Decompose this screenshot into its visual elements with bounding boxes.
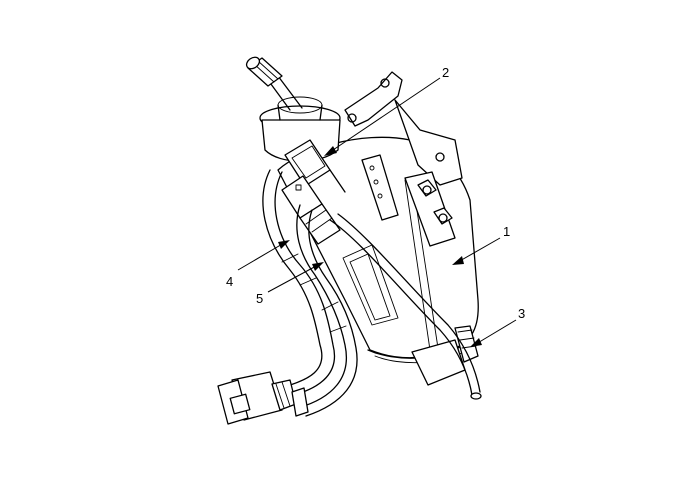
- arrowhead-3: [470, 338, 482, 347]
- harness-connector: [281, 175, 341, 245]
- mounting-bracket: [344, 71, 463, 221]
- side-bolts: [404, 171, 456, 247]
- callout-1: 1: [503, 224, 510, 239]
- filter-head: [245, 56, 341, 162]
- leader-4: [237, 242, 285, 271]
- arrowhead-2: [324, 146, 337, 156]
- drain-tube: [329, 213, 482, 400]
- leader-1: [457, 237, 501, 263]
- arrowhead-1: [452, 256, 464, 265]
- callout-2: 2: [442, 65, 449, 80]
- callout-leaders: [237, 77, 517, 347]
- leader-3: [475, 319, 517, 345]
- water-sensor: [411, 325, 479, 386]
- callout-labels: 1 2 3 4 5: [226, 65, 525, 321]
- callout-3: 3: [518, 306, 525, 321]
- leader-5: [267, 264, 319, 293]
- leader-2: [329, 77, 441, 153]
- quick-connector: [217, 371, 309, 425]
- arrowhead-5: [312, 262, 324, 271]
- callout-4: 4: [226, 274, 233, 289]
- callout-5: 5: [256, 291, 263, 306]
- arrowhead-4: [278, 240, 290, 249]
